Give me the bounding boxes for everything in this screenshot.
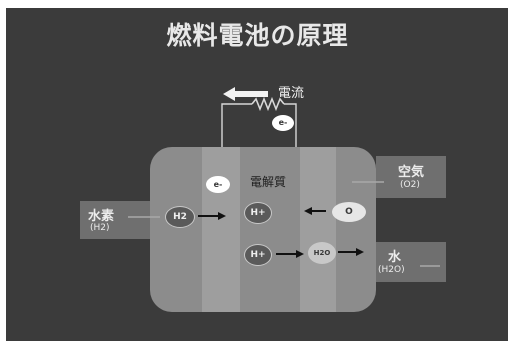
water-formula: (H2O) bbox=[378, 265, 405, 275]
hydrogen-inlet: 水素 (H2) bbox=[80, 201, 150, 239]
h2-molecule: H2 bbox=[165, 206, 195, 228]
h2-arrowhead bbox=[218, 212, 226, 220]
anode-band bbox=[202, 147, 240, 312]
h-ion-upper: H+ bbox=[244, 202, 272, 224]
air-label: 空気 bbox=[398, 165, 425, 180]
h-ion-lower: H+ bbox=[244, 244, 272, 266]
current-arrow bbox=[223, 87, 268, 101]
current-label: 電流 bbox=[278, 86, 305, 101]
water-outlet: 水 (H2O) bbox=[376, 242, 446, 282]
air-formula: (O2) bbox=[400, 180, 420, 190]
fuel-cell-body bbox=[150, 147, 376, 312]
water-molecule: H2O bbox=[308, 242, 336, 264]
hydrogen-label: 水素 bbox=[88, 209, 115, 224]
cathode-band bbox=[300, 147, 336, 312]
water-label: 水 bbox=[388, 250, 402, 265]
electrolyte-label: 電解質 bbox=[250, 175, 287, 189]
external-wire bbox=[221, 103, 252, 148]
o-arrowhead bbox=[304, 207, 312, 215]
electron-anode: e- bbox=[206, 176, 230, 193]
electron-circuit: e- bbox=[272, 115, 294, 131]
hydrogen-formula: (H2) bbox=[90, 223, 110, 233]
hplus-arrowhead bbox=[296, 250, 304, 258]
resistor-icon bbox=[251, 96, 285, 112]
page-title: 燃料電池の原理 bbox=[166, 21, 349, 50]
oxygen-atom: O bbox=[332, 202, 366, 222]
water-arrowhead bbox=[356, 248, 364, 256]
air-inlet: 空気 (O2) bbox=[376, 156, 446, 198]
